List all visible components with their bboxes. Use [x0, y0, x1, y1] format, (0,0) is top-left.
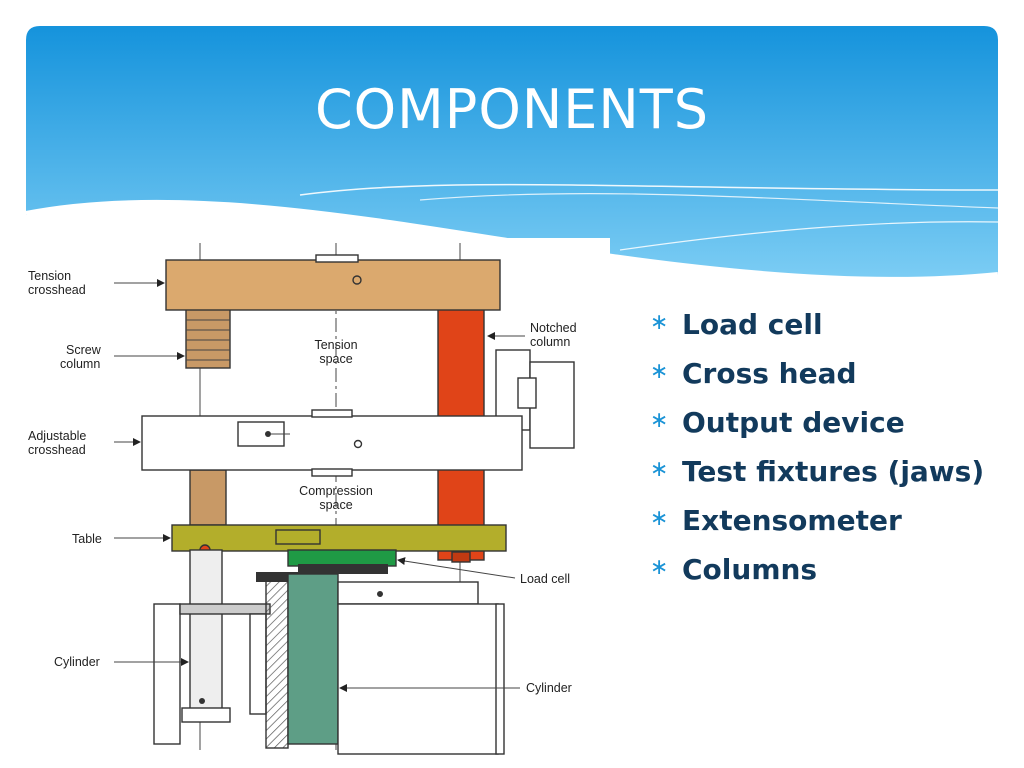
label-tension-crosshead-1: Tension	[28, 269, 71, 283]
left-cylinder-rod	[189, 549, 223, 713]
adjustable-crosshead	[141, 415, 523, 471]
bullet-text: Extensometer	[682, 504, 902, 537]
bullet-item: ∗ Test fixtures (jaws)	[650, 453, 995, 490]
label-tension-space-2: space	[319, 352, 352, 366]
housing-top	[337, 581, 479, 605]
label-load-cell: Load cell	[520, 572, 570, 586]
components-bullet-list: ∗ Load cell ∗ Cross head ∗ Output device…	[650, 306, 995, 600]
rod-base	[181, 707, 231, 723]
label-compression-space-1: Compression	[299, 484, 373, 498]
cylinder-wall	[265, 577, 289, 749]
bullet-asterisk-icon: ∗	[650, 506, 669, 531]
housing-pin	[377, 591, 383, 597]
base-strut	[249, 613, 267, 715]
bullet-asterisk-icon: ∗	[650, 555, 669, 580]
bullet-asterisk-icon: ∗	[650, 457, 669, 482]
crosshead-hole	[352, 275, 362, 285]
label-tension-crosshead-2: crosshead	[28, 283, 86, 297]
side-box-knob	[517, 377, 537, 409]
leader-load-cell	[397, 557, 516, 579]
lock-pin	[265, 431, 271, 437]
bullet-item: ∗ Output device	[650, 404, 995, 441]
lower-grip-bottom	[311, 468, 353, 477]
bullet-item: ∗ Load cell	[650, 306, 995, 343]
label-tension-space-1: Tension	[314, 338, 357, 352]
screw-column-lower	[189, 469, 227, 526]
label-table: Table	[72, 532, 102, 546]
right-housing	[337, 603, 499, 755]
housing-edge	[495, 603, 505, 755]
bullet-text: Load cell	[682, 308, 823, 341]
bullet-text: Test fixtures (jaws)	[682, 455, 985, 488]
tension-crosshead	[165, 259, 501, 311]
label-notched-column-2: column	[530, 335, 570, 349]
bullet-asterisk-icon: ∗	[650, 408, 669, 433]
base-left-frame	[153, 603, 181, 745]
bullet-text: Output device	[682, 406, 905, 439]
bullet-item: ∗ Extensometer	[650, 502, 995, 539]
cylinder-cap	[256, 572, 300, 582]
load-cell	[287, 549, 397, 567]
label-cylinder-left: Cylinder	[54, 655, 100, 669]
bullet-item: ∗ Cross head	[650, 355, 995, 392]
adjustable-hole	[353, 439, 363, 449]
load-cell-base	[298, 564, 388, 574]
rod-base-pin	[199, 698, 205, 704]
base-top-bar	[179, 603, 271, 615]
bullet-asterisk-icon: ∗	[650, 310, 669, 335]
slide-title: COMPONENTS	[314, 78, 710, 141]
bullet-asterisk-icon: ∗	[650, 359, 669, 384]
label-compression-space-2: space	[319, 498, 352, 512]
bullet-item: ∗ Columns	[650, 551, 995, 588]
bullet-text: Columns	[682, 553, 818, 586]
crosshead-grip-top	[315, 254, 359, 263]
label-adjustable-crosshead-2: crosshead	[28, 443, 86, 457]
label-adjustable-crosshead-1: Adjustable	[28, 429, 86, 443]
label-cylinder-right: Cylinder	[526, 681, 572, 695]
label-screw-column-1: Screw	[66, 343, 102, 357]
table	[171, 524, 507, 552]
bullet-text: Cross head	[682, 357, 857, 390]
notched-column-foot	[451, 551, 471, 563]
piston	[287, 573, 339, 745]
label-notched-column-1: Notched	[530, 321, 577, 335]
label-screw-column-2: column	[60, 357, 100, 371]
table-slot	[275, 529, 321, 545]
lower-grip-top	[311, 409, 353, 418]
testing-machine-diagram: Tension crosshead Screw column Adjustabl…	[20, 238, 610, 758]
